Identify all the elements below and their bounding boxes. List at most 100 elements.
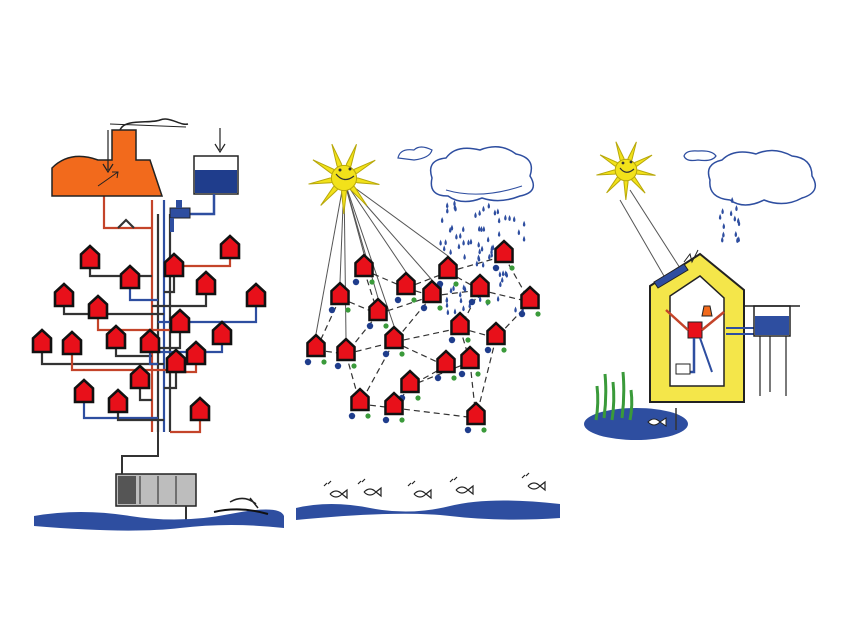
sun-icon (596, 141, 656, 201)
house-icon (422, 279, 442, 304)
house-icon (87, 294, 109, 320)
river-with-fish-icon (296, 472, 560, 520)
water-tank-icon (492, 264, 500, 272)
plant-icon (451, 375, 457, 381)
house-icon (466, 401, 486, 426)
plant-icon (345, 307, 351, 313)
plant-icon (485, 299, 491, 305)
house-icon (336, 337, 356, 362)
plant-icon (399, 351, 405, 357)
house-icon (107, 388, 129, 414)
house-icon (79, 244, 101, 270)
treatment-plant-icon (115, 430, 197, 520)
house-icon (61, 330, 83, 356)
house-icon (438, 255, 458, 280)
sun-icon (308, 143, 380, 215)
water-tank-icon (382, 350, 390, 358)
house-icon (384, 391, 404, 416)
sun-rays (619, 189, 681, 277)
houses-distributed (304, 239, 541, 434)
river-icon (34, 497, 284, 531)
house-icon (470, 273, 490, 298)
house-icon (396, 271, 416, 296)
plant-icon (481, 427, 487, 433)
water-tank-icon (352, 278, 360, 286)
power-plant-icon (51, 118, 189, 197)
plant-icon (369, 279, 375, 285)
water-tank-icon (484, 346, 492, 354)
house-icon (245, 282, 267, 308)
panel-centralized-network (31, 118, 284, 531)
house-icon (384, 325, 404, 350)
water-tank-icon (448, 336, 456, 344)
plant-icon (465, 337, 471, 343)
house-icon (31, 328, 53, 354)
plant-icon (535, 311, 541, 317)
house-icon (53, 282, 75, 308)
plant-icon (411, 297, 417, 303)
plant-icon (399, 417, 405, 423)
panel-distributed-network (296, 143, 560, 520)
house-icon (350, 387, 370, 412)
plant-icon (509, 265, 515, 271)
plant-icon (383, 323, 389, 329)
house-icon (400, 369, 420, 394)
panel-autonomous-house (584, 141, 817, 440)
water-tank-icon (304, 358, 312, 366)
water-tank-icon (458, 370, 466, 378)
plant-icon (501, 347, 507, 353)
house-icon (354, 253, 374, 278)
water-tank-icon (188, 128, 239, 216)
water-tank-icon (334, 362, 342, 370)
water-tank-icon (348, 412, 356, 420)
faucet-icon (169, 200, 191, 232)
plant-icon (321, 359, 327, 365)
house-icon (163, 252, 185, 278)
house-icon (129, 364, 151, 390)
house-icon (368, 297, 388, 322)
house-icon (139, 328, 161, 354)
house-icon (520, 285, 540, 310)
house-icon (169, 308, 191, 334)
house-icon (165, 348, 187, 374)
house-icon (73, 378, 95, 404)
solar-panel-icon (653, 249, 699, 289)
house-icon (450, 311, 470, 336)
house-icon (460, 345, 480, 370)
plant-icon (437, 305, 443, 311)
house-icon (494, 239, 514, 264)
house-icon (219, 234, 241, 260)
pipe-network (40, 196, 258, 434)
water-tank-icon (366, 322, 374, 330)
rain-cloud-icon (397, 146, 535, 315)
house-icon (189, 396, 211, 422)
house-icon (330, 281, 350, 306)
plant-icon (453, 281, 459, 287)
water-tank-icon (394, 296, 402, 304)
house-icon (195, 270, 217, 296)
water-tank-icon (434, 374, 442, 382)
house-icon (436, 349, 456, 374)
water-tank-icon (382, 416, 390, 424)
house-icon (105, 324, 127, 350)
houses-centralized (31, 234, 267, 422)
water-tank-icon (468, 298, 476, 306)
water-tank-icon (518, 310, 526, 318)
water-tank-icon (420, 304, 428, 312)
rain-cloud-icon (683, 149, 817, 243)
rain-tank-icon (744, 305, 800, 396)
house-icon (185, 340, 207, 366)
plant-icon (475, 371, 481, 377)
house-icon (306, 333, 326, 358)
house-icon (119, 264, 141, 290)
water-tank-icon (328, 306, 336, 314)
water-tank-icon (464, 426, 472, 434)
plant-icon (415, 395, 421, 401)
plant-icon (365, 413, 371, 419)
house-icon (486, 321, 506, 346)
pond-with-reeds-icon (584, 371, 688, 440)
plant-icon (351, 363, 357, 369)
autonomous-house-icon (649, 249, 760, 403)
